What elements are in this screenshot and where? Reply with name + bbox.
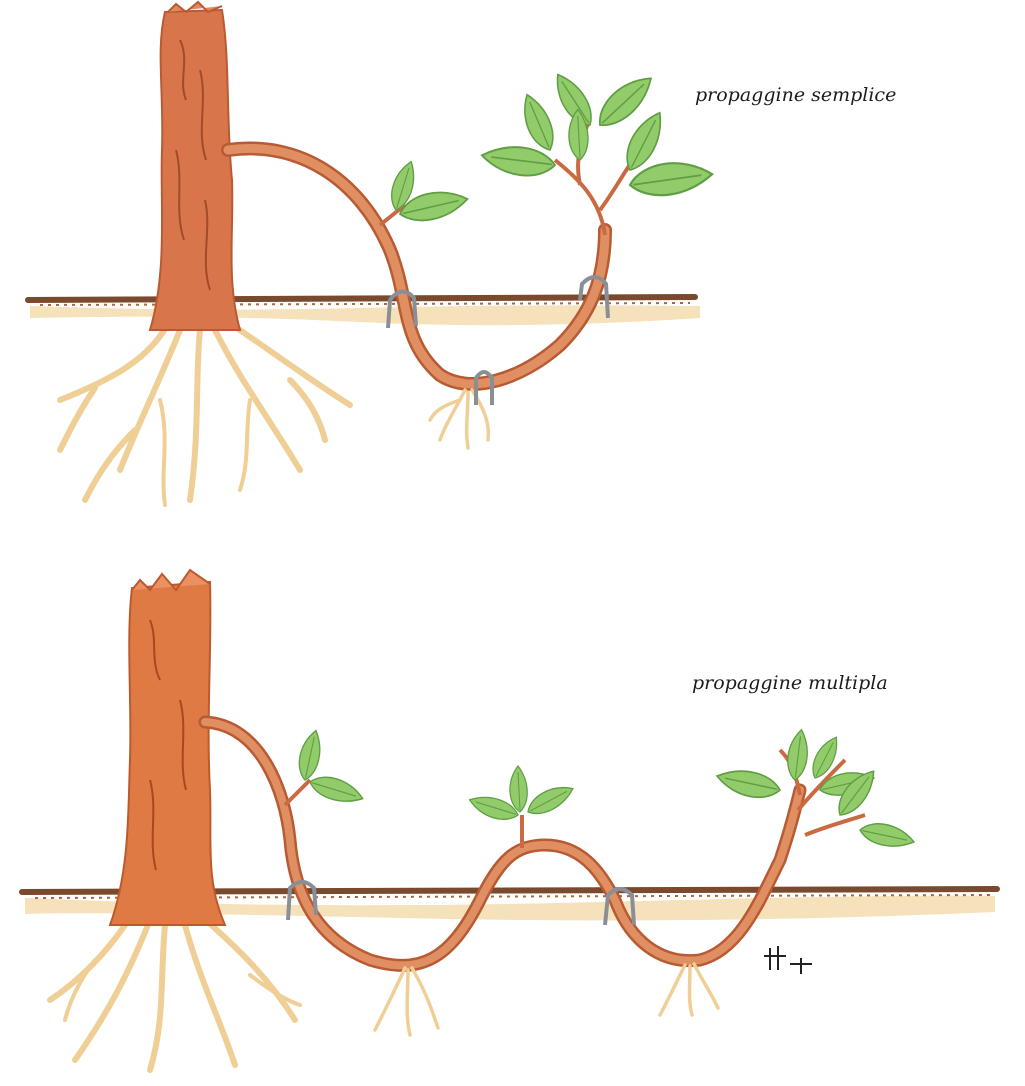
multiple-layering-panel xyxy=(19,568,1000,1073)
new-roots-bottom-2 xyxy=(658,962,720,1017)
staple-2-top xyxy=(474,370,494,405)
layered-branch-bottom xyxy=(198,715,807,972)
simple-layering-panel xyxy=(25,0,715,507)
caption-simple-layering: propaggine semplice xyxy=(695,84,897,106)
staple-1-top xyxy=(386,289,418,329)
staple-1-bottom xyxy=(286,880,318,921)
mother-trunk-top xyxy=(148,0,242,331)
mother-plant-roots-top xyxy=(57,317,353,507)
leaves-small-shoot-top xyxy=(378,158,471,227)
layered-branch-top xyxy=(221,141,612,391)
staple-2-bottom xyxy=(603,887,636,926)
leaves-shoot-3-bottom xyxy=(713,727,918,854)
new-roots-top xyxy=(428,388,491,450)
artist-monogram xyxy=(764,946,812,974)
soil-layer-top xyxy=(25,294,700,326)
new-roots-bottom-1 xyxy=(373,966,440,1037)
leaves-shoot-2-bottom xyxy=(466,765,578,848)
leaves-tip-shoot-top xyxy=(478,67,715,236)
mother-plant-roots-bottom xyxy=(47,907,302,1073)
leaves-shoot-1-bottom xyxy=(283,727,367,810)
staple-3-top xyxy=(578,275,610,319)
mother-trunk-bottom xyxy=(108,568,227,926)
caption-multiple-layering: propaggine multipla xyxy=(692,672,888,694)
